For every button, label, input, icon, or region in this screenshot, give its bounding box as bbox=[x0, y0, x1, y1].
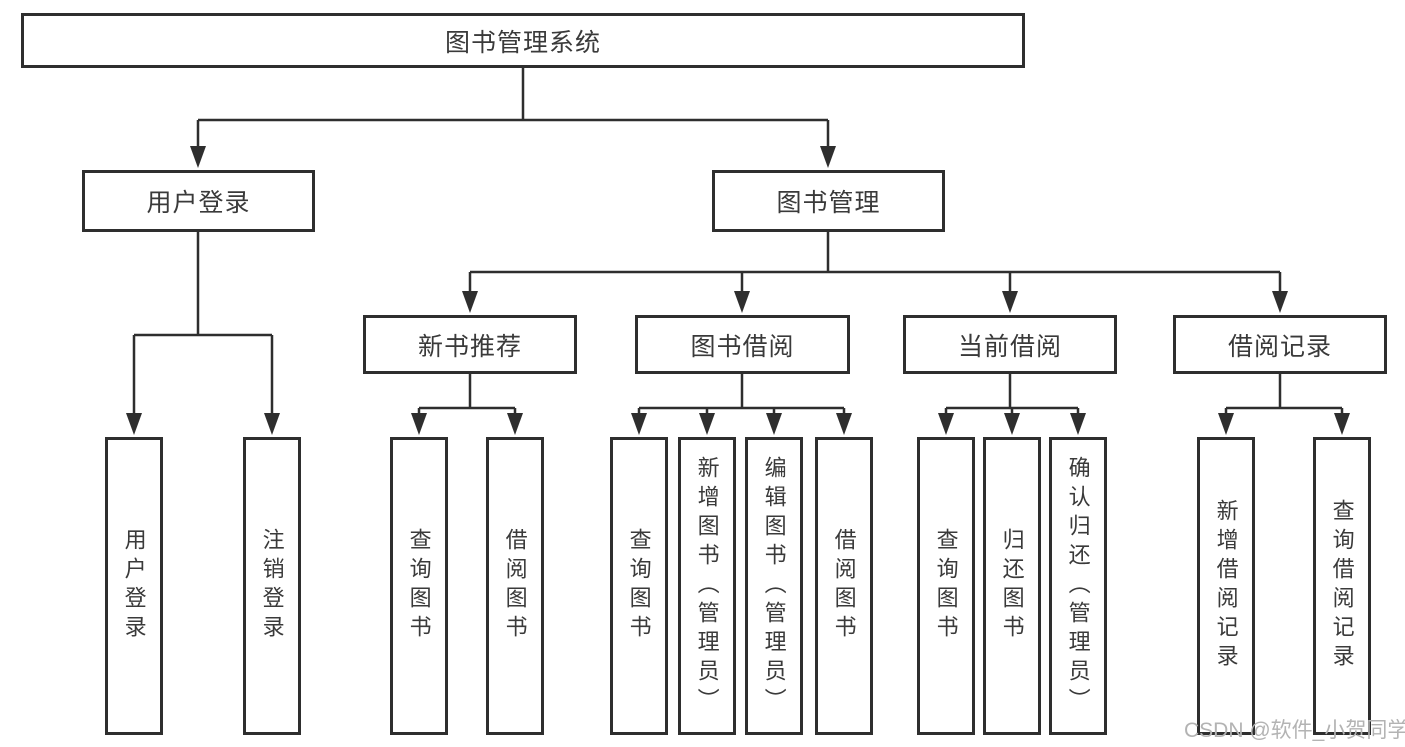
leaf-query-book-borrowing-label: 查询图书 bbox=[626, 528, 652, 644]
node-book-borrowing: 图书借阅 bbox=[635, 315, 850, 374]
leaf-borrow-book-recommend-label: 借阅图书 bbox=[502, 528, 528, 644]
leaf-borrow-book-borrowing: 借阅图书 bbox=[815, 437, 873, 735]
node-book-borrowing-label: 图书借阅 bbox=[690, 332, 795, 361]
connector-elbows bbox=[132, 68, 1344, 414]
leaf-query-book-current: 查询图书 bbox=[917, 437, 975, 735]
node-user-login: 用户登录 bbox=[82, 170, 315, 232]
leaf-confirm-return-admin: 确认归还（管理员） bbox=[1049, 437, 1107, 735]
node-book-management-label: 图书管理 bbox=[776, 189, 881, 217]
leaf-query-borrow-record: 查询借阅记录 bbox=[1313, 437, 1371, 735]
node-borrowing-records-label: 借阅记录 bbox=[1227, 332, 1332, 361]
leaf-return-book-label: 归还图书 bbox=[999, 528, 1025, 644]
leaf-logout-label: 注销登录 bbox=[259, 528, 285, 644]
node-root-label: 图书管理系统 bbox=[444, 28, 601, 57]
leaf-query-book-current-label: 查询图书 bbox=[933, 528, 959, 644]
leaf-query-borrow-record-label: 查询借阅记录 bbox=[1329, 499, 1355, 673]
node-current-borrowing: 当前借阅 bbox=[903, 315, 1117, 374]
csdn-watermark: CSDN @软件_小贺同学 bbox=[1184, 719, 1405, 742]
leaf-logout: 注销登录 bbox=[243, 437, 301, 735]
leaf-user-login: 用户登录 bbox=[105, 437, 163, 735]
leaf-add-book-admin: 新增图书（管理员） bbox=[678, 437, 736, 735]
node-user-login-label: 用户登录 bbox=[146, 189, 251, 217]
leaf-user-login-label: 用户登录 bbox=[121, 528, 147, 644]
leaf-query-book-recommend: 查询图书 bbox=[390, 437, 448, 735]
node-borrowing-records: 借阅记录 bbox=[1173, 315, 1387, 374]
leaf-query-book-recommend-label: 查询图书 bbox=[406, 528, 432, 644]
leaf-edit-book-admin: 编辑图书（管理员） bbox=[745, 437, 803, 735]
leaf-borrow-book-recommend: 借阅图书 bbox=[486, 437, 544, 735]
leaf-return-book: 归还图书 bbox=[983, 437, 1041, 735]
node-book-management: 图书管理 bbox=[712, 170, 945, 232]
leaf-confirm-return-admin-label: 确认归还（管理员） bbox=[1065, 455, 1091, 717]
arrow-down-icons bbox=[126, 146, 1350, 435]
node-root: 图书管理系统 bbox=[21, 13, 1025, 68]
leaf-query-book-borrowing: 查询图书 bbox=[610, 437, 668, 735]
leaf-borrow-book-borrowing-label: 借阅图书 bbox=[831, 528, 857, 644]
node-current-borrowing-label: 当前借阅 bbox=[957, 332, 1062, 361]
leaf-edit-book-admin-label: 编辑图书（管理员） bbox=[761, 455, 787, 717]
node-new-book-recommend: 新书推荐 bbox=[363, 315, 577, 374]
leaf-add-borrow-record-label: 新增借阅记录 bbox=[1213, 499, 1239, 673]
leaf-add-book-admin-label: 新增图书（管理员） bbox=[694, 455, 720, 717]
leaf-add-borrow-record: 新增借阅记录 bbox=[1197, 437, 1255, 735]
node-new-book-recommend-label: 新书推荐 bbox=[417, 332, 522, 361]
